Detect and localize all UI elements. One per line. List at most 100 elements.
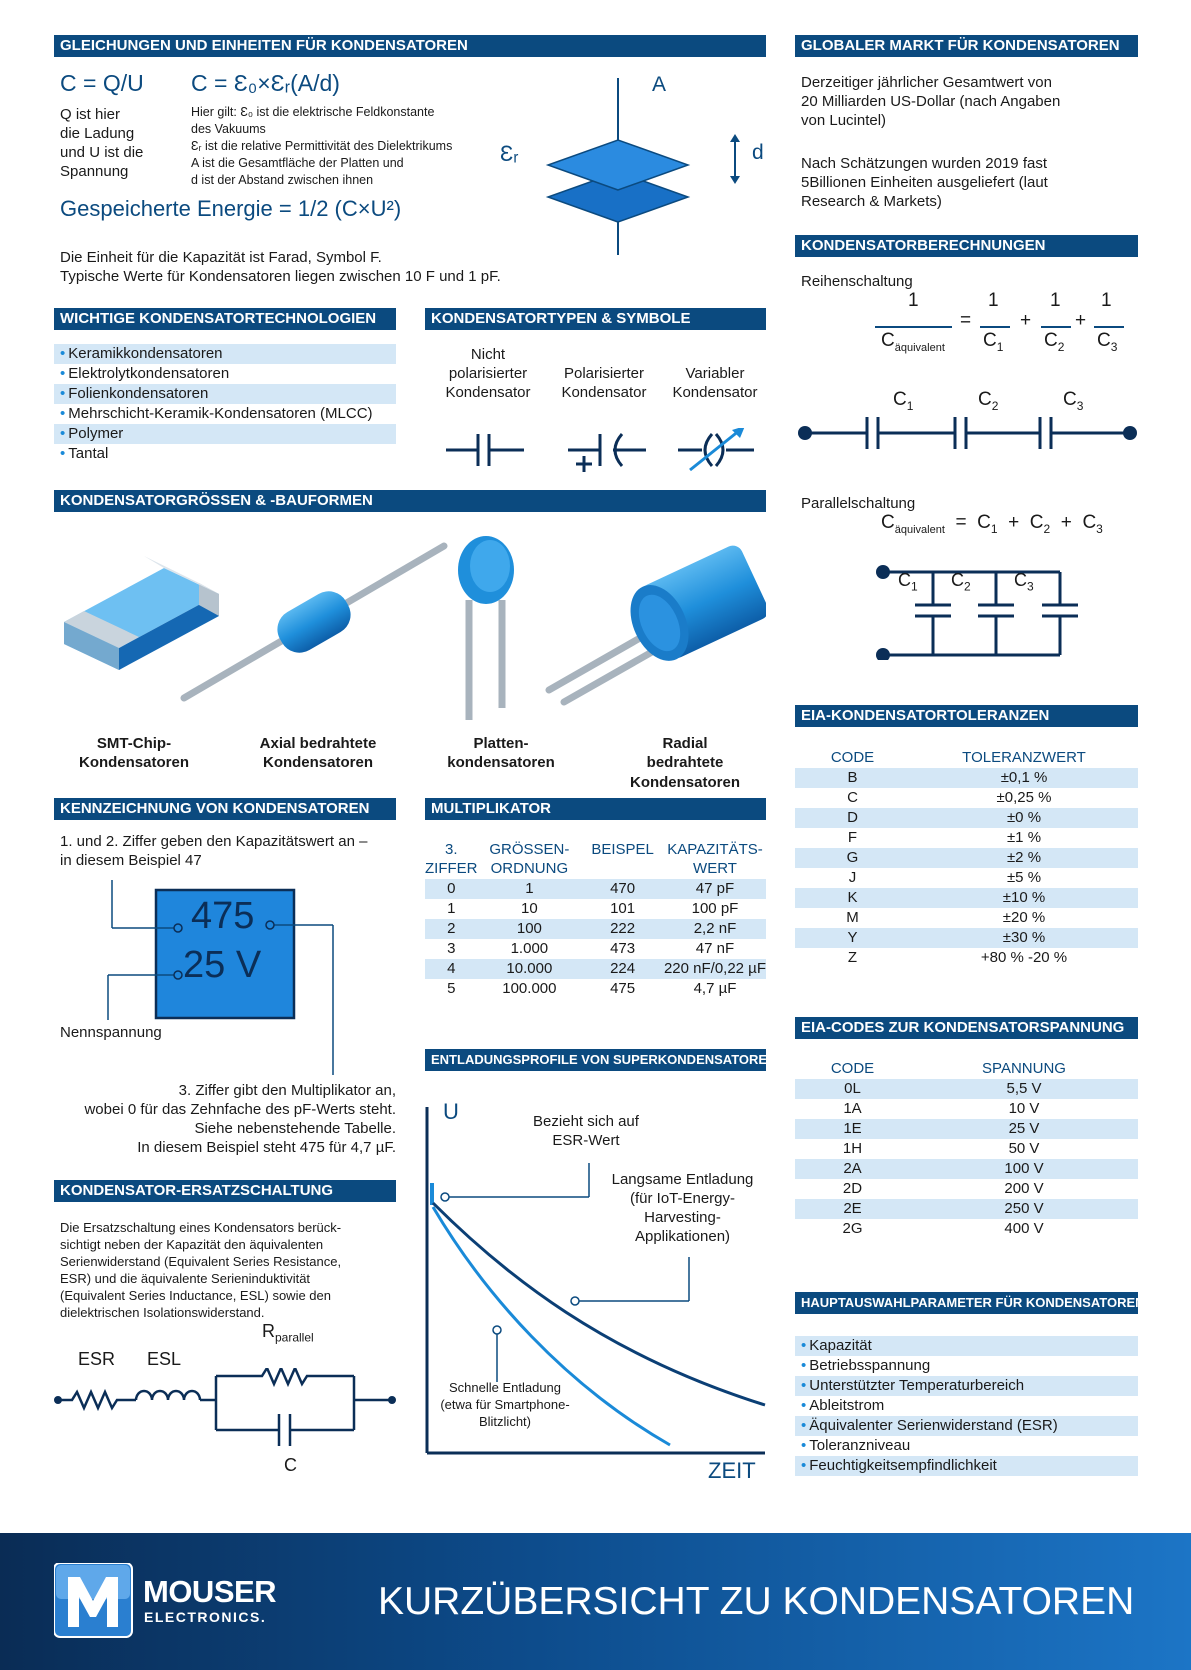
table-row: Y±30 % — [795, 928, 1138, 948]
equiv-text-4: ESR) und die äquivalente Serieninduktivi… — [60, 1271, 311, 1286]
section-header-calculations: KONDENSATORBERECHNUNGEN — [795, 235, 1138, 257]
parameter-list: •Kapazität •Betriebsspannung •Unterstütz… — [795, 1336, 1138, 1476]
section-header-types: KONDENSATORTYPEN & SYMBOLE — [425, 308, 766, 330]
parallel-formula: Cäquivalent = C1 + C2 + C3 — [881, 512, 1103, 536]
section-header-equations: GLEICHUNGEN UND EINHEITEN FÜR KONDENSATO… — [54, 35, 766, 57]
market-text-6: Research & Markets) — [801, 193, 942, 210]
fraction-line — [875, 326, 952, 328]
marking-text-3: 3. Ziffer gibt den Multiplikator an, — [178, 1082, 396, 1099]
annotation-esr-1: Bezieht sich auf — [533, 1113, 639, 1130]
section-header-market: GLOBALER MARKT FÜR KONDENSATOREN — [795, 35, 1138, 57]
polarized-capacitor-icon — [568, 433, 646, 472]
series-numerator-1: 1 — [988, 290, 999, 311]
desc-cap-1: Hier gilt: Ɛ₀ ist die elektrische Feldko… — [191, 105, 435, 119]
type-label-polar-2: Kondensator — [561, 384, 647, 401]
size-label-axial-2: Kondensatoren — [262, 754, 373, 771]
annotation-slow-1: Langsame Entladung — [611, 1171, 754, 1188]
type-label-variable-2: Kondensator — [672, 384, 758, 401]
size-label-smt-1: SMT-Chip- — [96, 735, 172, 752]
radial-capacitor-image — [545, 545, 766, 706]
table-row: K±10 % — [795, 888, 1138, 908]
footer-banner: MOUSER ELECTRONICS. KURZÜBERSICHT ZU KON… — [0, 1533, 1191, 1670]
disc-capacitor-image — [458, 536, 514, 720]
series-plus-1: + — [1020, 310, 1032, 331]
section-header-marking: KENNZEICHNUNG VON KONDENSATOREN — [54, 798, 396, 820]
table-row: G±2 % — [795, 848, 1138, 868]
formula-energy: Gespeicherte Energie = 1/2 (C×U²) — [60, 196, 402, 221]
size-label-disc-1: Platten- — [473, 735, 529, 752]
series-numerator-3: 1 — [1101, 290, 1112, 311]
variable-capacitor-icon — [678, 428, 754, 472]
size-label-smt-2: Kondensatoren — [78, 754, 189, 771]
marking-text-1: 1. und 2. Ziffer geben den Kapazitätswer… — [60, 833, 368, 850]
section-header-tolerances: EIA-KONDENSATORTOLERANZEN — [795, 705, 1138, 727]
list-item: •Polymer — [54, 424, 396, 444]
footer-title: KURZÜBERSICHT ZU KONDENSATOREN — [378, 1580, 1135, 1623]
table-row: B±0,1 % — [795, 768, 1138, 788]
parallel-label-c1: C1 — [898, 570, 918, 594]
list-item: •Äquivalenter Serienwiderstand (ESR) — [795, 1416, 1138, 1436]
series-label-c1: C1 — [893, 389, 914, 413]
desc-cap-4: A ist die Gesamtfläche der Platten und — [191, 156, 404, 170]
desc-q-u-1: Q ist hier — [60, 106, 121, 123]
marking-text-2: in diesem Beispiel 47 — [60, 852, 202, 869]
fraction-line — [1041, 326, 1071, 328]
list-item: •Elektrolytkondensatoren — [60, 365, 230, 382]
brand-subtitle: ELECTRONICS. — [144, 1609, 267, 1625]
nonpolar-capacitor-icon — [446, 434, 524, 466]
list-item: •Keramikkondensatoren — [54, 344, 396, 364]
label-distance: d — [752, 141, 764, 164]
equivalent-circuit-diagram — [54, 1368, 396, 1446]
annotation-slow-4: Applikationen) — [634, 1228, 731, 1245]
marking-code: 475 — [191, 895, 255, 937]
series-label-c3: C3 — [1063, 389, 1084, 413]
desc-q-u-3: und U ist die — [60, 144, 144, 161]
size-label-radial-3: Kondensatoren — [629, 774, 740, 791]
market-text-2: 20 Milliarden US-Dollar (nach Angaben — [801, 93, 1061, 110]
list-item: •Ableitstrom — [801, 1397, 885, 1414]
desc-q-u-2: die Ladung — [60, 125, 135, 142]
equiv-text-5: (Equivalent Series Inductance, ESL) sowi… — [60, 1288, 331, 1303]
label-esr: ESR — [78, 1349, 116, 1369]
capacitor-package-illustrations — [64, 536, 766, 720]
list-item: •Unterstützter Temperaturbereich — [795, 1376, 1138, 1396]
mouser-logo-icon — [54, 1563, 133, 1638]
type-label-variable-1: Variabler — [685, 365, 745, 382]
fraction-line — [980, 326, 1010, 328]
market-text-4: Nach Schätzungen wurden 2019 fast — [801, 155, 1047, 172]
series-c3: C3 — [1097, 330, 1118, 354]
list-item: •Feuchtigkeitsempfindlichkeit — [795, 1456, 1138, 1476]
list-item: •Mehrschicht-Keramik-Kondensatoren (MLCC… — [60, 405, 373, 422]
section-header-discharge: ENTLADUNGSPROFILE VON SUPERKONDENSATOREN — [425, 1049, 777, 1071]
table-row: C±0,25 % — [847, 789, 1052, 806]
parallel-circuit-diagram — [876, 565, 1078, 660]
parallel-label: Parallelschaltung — [801, 495, 916, 512]
series-c1: C1 — [983, 330, 1004, 354]
label-r-parallel: Rparallel — [262, 1321, 314, 1345]
series-circuit-diagram — [798, 417, 1137, 449]
list-item: •Betriebsspannung — [801, 1357, 931, 1374]
label-area: A — [652, 73, 667, 96]
size-label-axial-1: Axial bedrahtete — [259, 735, 377, 752]
plate-capacitor-diagram — [545, 78, 740, 255]
annotation-fast-3: Blitzlicht) — [478, 1414, 531, 1429]
table-row: F±1 % — [847, 829, 1042, 846]
technology-list: •Keramikkondensatoren •Elektrolytkondens… — [54, 344, 396, 464]
fraction-line — [1094, 326, 1124, 328]
multiplier-table: 3.ZIFFER GRÖSSEN-ORDNUNG BEISPEL KAPAZIT… — [425, 841, 766, 997]
series-c2: C2 — [1044, 330, 1065, 354]
annotation-esr-2: ESR-Wert — [552, 1132, 620, 1149]
annotation-fast-2: (etwa für Smartphone- — [440, 1397, 570, 1412]
formula-capacitance: C = Ɛ₀×Ɛᵣ(A/d) — [191, 70, 340, 96]
market-text-3: von Lucintel) — [801, 112, 887, 129]
annotation-slow-3: Harvesting- — [644, 1209, 721, 1226]
section-header-equivalent: KONDENSATOR-ERSATZSCHALTUNG — [54, 1180, 396, 1202]
list-item: •Folienkondensatoren — [54, 384, 396, 404]
series-equals: = — [960, 310, 972, 331]
